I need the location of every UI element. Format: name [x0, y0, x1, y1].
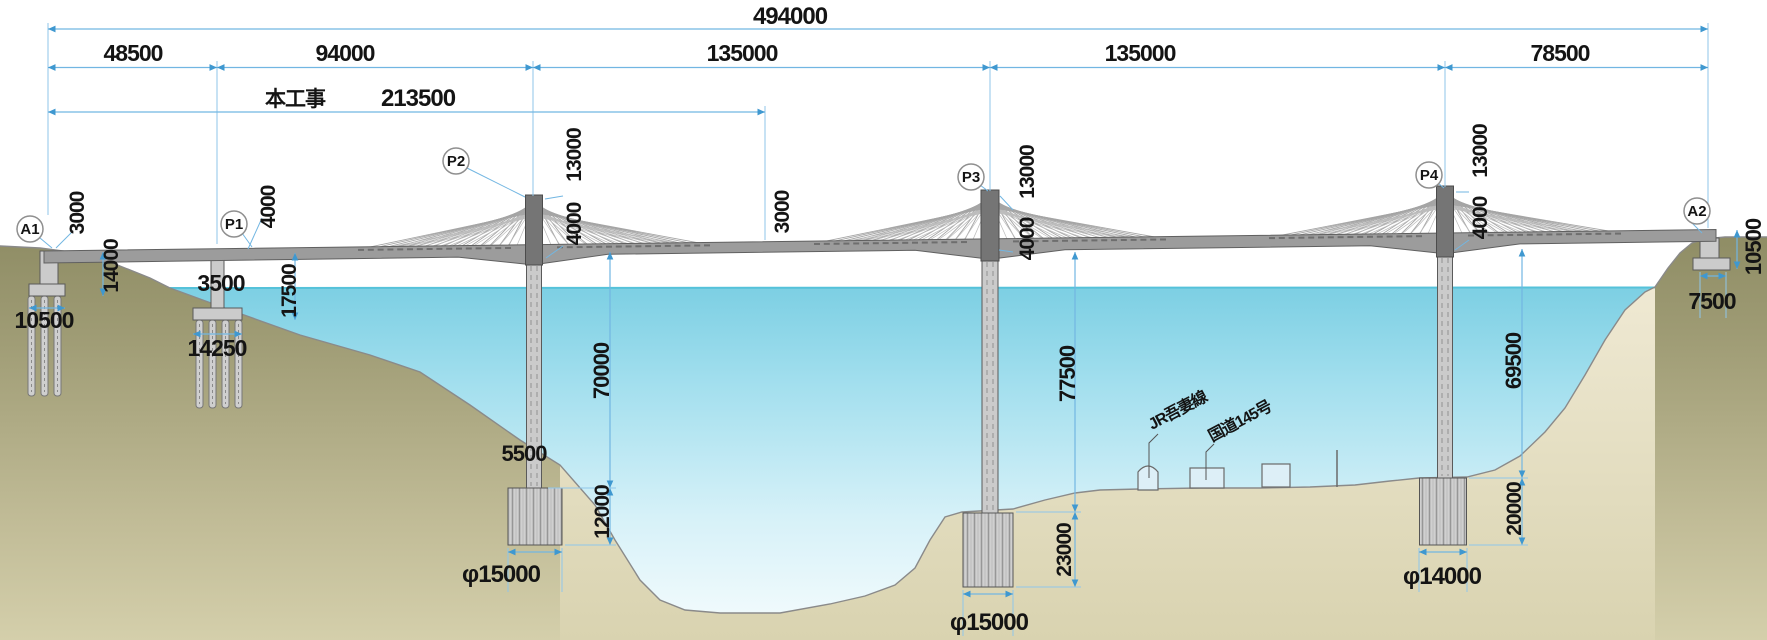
- dim-p2-tower-height: 13000: [563, 128, 586, 182]
- support-labels: A1 P1 P2 P3 P4 A2: [16, 147, 1711, 249]
- pier-p4: [1419, 254, 1467, 546]
- dim-p2-girder-depth: 4000: [563, 202, 586, 245]
- dim-a2-height: 10500: [1741, 218, 1766, 275]
- dim-p4-tower-height: 13000: [1469, 124, 1492, 178]
- support-label-a1: A1: [20, 221, 39, 238]
- pile: [208, 319, 217, 409]
- dim-p2-caisson-height: 12000: [591, 485, 614, 539]
- p4-column: [1437, 254, 1453, 479]
- dim-a1-footing-width: 10500: [15, 307, 74, 333]
- dim-span-2: 94000: [316, 40, 375, 66]
- tower-p3: [980, 189, 1000, 262]
- dim-p4-caisson-diameter: φ14000: [1403, 563, 1482, 590]
- support-badge-p4: [1415, 161, 1443, 189]
- road-structure-1: [1189, 467, 1225, 489]
- dimension-labels: 494000 48500 94000 135000 135000 78500 本…: [15, 3, 1766, 636]
- support-badge-a2: [1683, 197, 1711, 225]
- dim-p1-footing-width: 14250: [188, 335, 247, 361]
- support-label-a2: A2: [1687, 203, 1706, 220]
- support-label-p2: P2: [447, 153, 465, 170]
- dim-p4-column-height: 69500: [1501, 332, 1526, 389]
- dim-p1-girder-depth: 4000: [257, 185, 280, 228]
- dim-span-4: 135000: [1105, 40, 1176, 66]
- p2-caisson: [507, 487, 563, 546]
- support-label-p3: P3: [962, 169, 980, 186]
- construction-length: 213500: [381, 85, 456, 112]
- right-hill-outline: [1654, 236, 1767, 288]
- rail-tunnel-portal: [1137, 465, 1159, 491]
- dim-p4-girder-depth: 4000: [1469, 196, 1492, 239]
- support-badge-a1: [16, 215, 44, 243]
- dim-total-length: 494000: [753, 3, 828, 30]
- pile: [195, 319, 204, 409]
- tower-p2: [525, 194, 543, 266]
- dim-span-5: 78500: [1531, 40, 1590, 66]
- railway-leader-line: [1148, 433, 1159, 478]
- p3-column: [981, 258, 999, 514]
- a1-footing: [28, 283, 66, 297]
- dim-p4-caisson-height: 20000: [1503, 482, 1526, 536]
- support-label-p1: P1: [225, 216, 243, 233]
- dim-p3-girder-depth: 4000: [1016, 217, 1039, 260]
- support-badge-p2: [442, 147, 470, 175]
- dim-midspan-girder-depth: 3000: [771, 190, 794, 233]
- dim-a2-footing-width: 7500: [1688, 288, 1735, 314]
- cable-anchors-p2: [358, 244, 710, 251]
- cable-anchors-p3: [814, 238, 1166, 245]
- pile: [221, 319, 230, 409]
- dim-a1-height: 14000: [100, 239, 123, 293]
- terrain: [0, 236, 1767, 640]
- water-surface-line: [169, 286, 1656, 289]
- riverbed-ground: [560, 287, 1655, 640]
- abutment-a1: [27, 250, 66, 397]
- cable-fan-p3: [816, 193, 1164, 247]
- road-leader-line: [1205, 443, 1215, 480]
- a2-footing: [1692, 257, 1731, 271]
- p3-caisson: [962, 512, 1014, 588]
- dimension-lines: [29, 23, 1741, 636]
- pile: [234, 319, 243, 409]
- dim-p2-caisson-diameter: φ15000: [462, 561, 541, 588]
- dim-p2-column-height: 70000: [589, 342, 614, 399]
- dim-span-3: 135000: [707, 40, 778, 66]
- dim-p3-caisson-height: 23000: [1053, 523, 1076, 577]
- support-badge-p1: [220, 210, 248, 238]
- p4-caisson: [1419, 477, 1467, 546]
- dim-p3-column-height: 77500: [1055, 345, 1080, 402]
- dim-p3-caisson-diameter: φ15000: [950, 609, 1029, 636]
- dim-p2-column-width: 5500: [502, 441, 548, 466]
- dim-p3-tower-height: 13000: [1016, 145, 1039, 199]
- dim-a1-girder-depth: 3000: [66, 191, 89, 234]
- pier-p2: [507, 262, 563, 546]
- road-structure-2: [1261, 463, 1291, 488]
- construction-label: 本工事: [265, 87, 326, 111]
- support-label-p4: P4: [1420, 167, 1439, 184]
- dim-p1-column-width: 3500: [197, 270, 244, 296]
- dim-span-1: 48500: [104, 40, 163, 66]
- p1-footing: [192, 307, 243, 321]
- support-badge-p3: [957, 163, 985, 191]
- dim-p1-height: 17500: [278, 264, 301, 318]
- tower-p4: [1436, 185, 1454, 258]
- cable-anchors-p4: [1269, 232, 1621, 240]
